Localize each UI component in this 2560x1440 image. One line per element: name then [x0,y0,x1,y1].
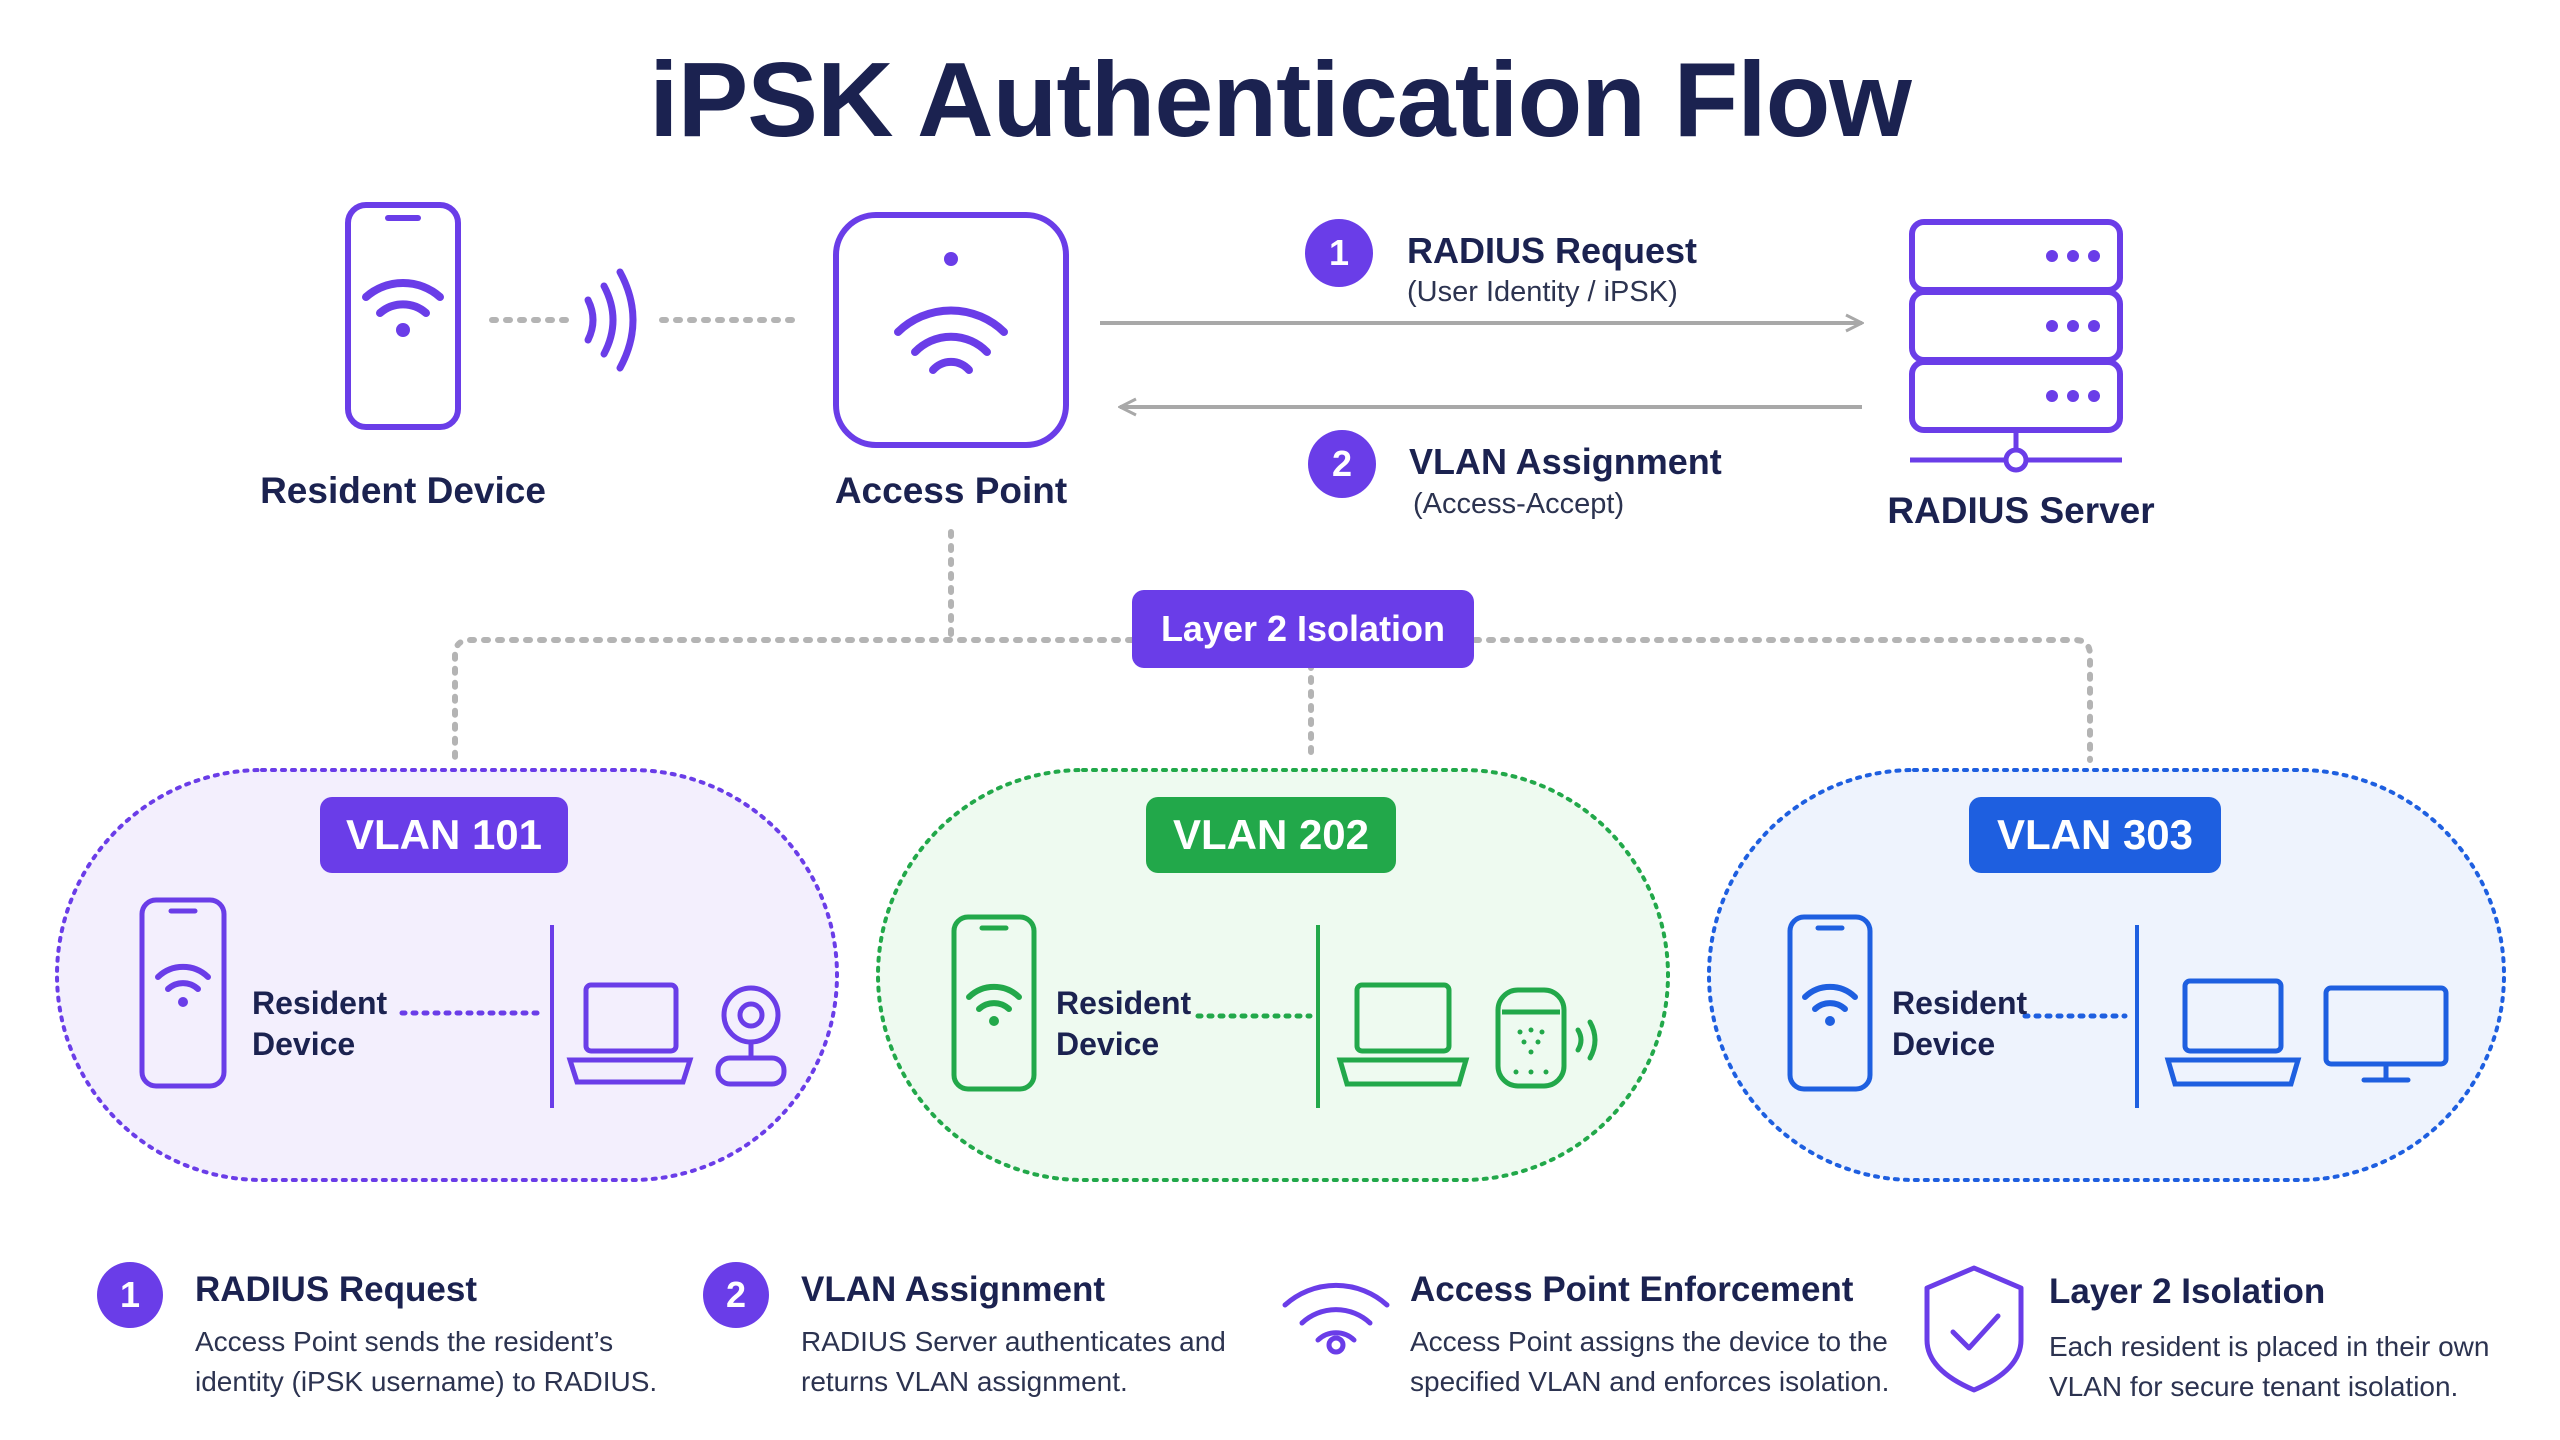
vlan-202-pill: VLAN 202 [1146,797,1396,873]
vlan-303-zone [1707,768,2506,1182]
layer2-isolation-pill: Layer 2 Isolation [1132,590,1474,668]
legend-vlan-assignment-title: VLAN Assignment [801,1270,1106,1309]
vlan-303-device-label: Resident Device [1892,985,2028,1062]
vlan-assignment-subtitle: (Access-Accept) [1413,488,1625,520]
vlan-101-camera-icon [715,985,787,1087]
legend-step-1-badge: 1 [97,1262,163,1328]
legend-shield-check-icon [1924,1265,2024,1393]
page-title: iPSK Authentication Flow [649,41,1912,159]
isolation-connectors [452,529,2093,763]
legend-layer2-isolation-desc: Each resident is placed in their own VLA… [2049,1331,2490,1402]
resident-device-phone-icon [345,202,461,430]
legend-radius-request-desc: Access Point sends the resident’s identi… [195,1326,658,1397]
vlan-303-monitor-icon [2323,985,2449,1083]
vlan-101-zone [55,768,839,1182]
legend-ap-enforcement-title: Access Point Enforcement [1410,1270,1854,1309]
legend-wifi-icon [1282,1282,1390,1355]
vlan-303-laptop-icon [2164,978,2302,1087]
legend-step-2-badge: 2 [703,1262,769,1328]
legend-ap-enforcement-desc: Access Point assigns the device to the s… [1410,1326,1890,1397]
legend-layer2-isolation-title: Layer 2 Isolation [2049,1272,2326,1311]
vlan-202-device-label: Resident Device [1056,985,1192,1062]
access-point-label: Access Point [834,470,1068,511]
vlan-202-smart-speaker-icon [1495,987,1598,1089]
legend-radius-request-title: RADIUS Request [195,1270,477,1309]
vlan-101-pill: VLAN 101 [320,797,568,873]
vlan-303-pill: VLAN 303 [1969,797,2221,873]
step-1-badge: 1 [1305,219,1373,287]
vlan-101-laptop-icon [566,982,694,1085]
step-2-badge: 2 [1308,430,1376,498]
vlan-202-zone [876,768,1670,1182]
vlan-202-phone-icon [951,914,1037,1092]
vlan-assignment-title: VLAN Assignment [1409,441,1722,482]
vlan-101-device-label: Resident Device [252,985,388,1062]
vlan-303-phone-icon [1787,914,1873,1092]
access-point-icon [833,212,1069,448]
vlan-202-laptop-icon [1336,982,1470,1087]
radius-request-title: RADIUS Request [1407,230,1698,271]
radius-server-label: RADIUS Server [1887,490,2155,531]
vlan-101-phone-icon [139,897,227,1089]
radius-request-subtitle: (User Identity / iPSK) [1407,276,1678,308]
legend-vlan-assignment-desc: RADIUS Server authenticates and returns … [801,1326,1226,1397]
resident-device-label: Resident Device [260,470,546,511]
signal-waves-icon [584,268,637,372]
radius-server-icon [1909,219,2123,473]
